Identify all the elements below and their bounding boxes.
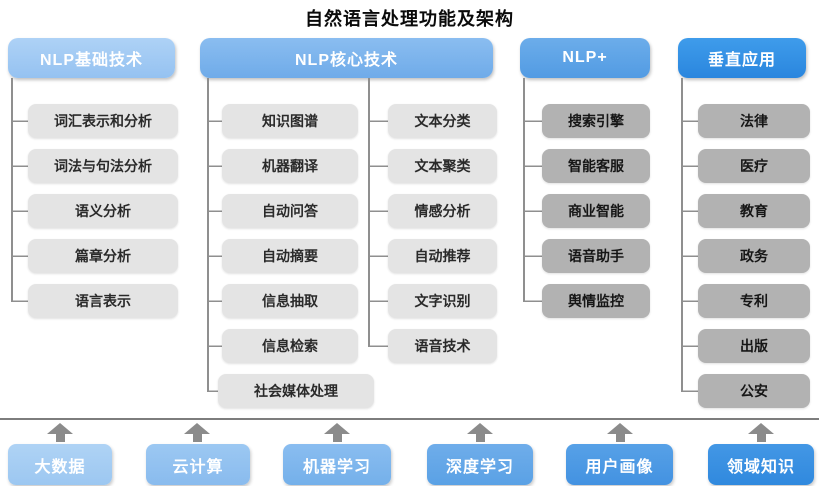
column-nlp-plus: 搜索引擎 智能客服 商业智能 语音助手 舆情监控 [542,104,650,318]
basic-tech-item: 篇章分析 [28,239,178,273]
connector-stubs-col4 [681,104,698,419]
basic-tech-item: 词法与句法分析 [28,149,178,183]
core-tech-item: 信息抽取 [222,284,358,318]
connector-stubs-col3 [523,104,542,329]
header-nlp-plus: NLP+ [520,38,650,78]
up-arrow-icon [467,423,493,443]
foundation-box: 领域知识 [708,444,814,485]
core-tech-item: 社会媒体处理 [218,374,374,408]
foundation-box: 机器学习 [283,444,391,485]
core-tech-item: 文本分类 [388,104,497,138]
column-core-tech-right: 文本分类 文本聚类 情感分析 自动推荐 文字识别 语音技术 [388,104,497,363]
vertical-app-item: 公安 [698,374,810,408]
up-arrow-icon [47,423,73,443]
vertical-app-item: 政务 [698,239,810,273]
header-nlp-basic-tech: NLP基础技术 [8,38,175,78]
up-arrow-icon [184,423,210,443]
core-tech-item: 机器翻译 [222,149,358,183]
up-arrow-icon [324,423,350,443]
up-arrow-icon [748,423,774,443]
column-basic-tech: 词汇表示和分析 词法与句法分析 语义分析 篇章分析 语言表示 [28,104,178,318]
basic-tech-item: 词汇表示和分析 [28,104,178,138]
core-tech-item: 自动问答 [222,194,358,228]
foundation-box: 云计算 [146,444,250,485]
header-vertical-apps: 垂直应用 [678,38,806,78]
foundation-box: 用户画像 [566,444,673,485]
header-nlp-core-tech: NLP核心技术 [200,38,493,78]
connector-stubs-col2-left [207,104,222,419]
column-vertical-apps: 法律 医疗 教育 政务 专利 出版 公安 [698,104,810,408]
foundation-box: 深度学习 [427,444,533,485]
basic-tech-item: 语言表示 [28,284,178,318]
vertical-app-item: 专利 [698,284,810,318]
connector-stubs-col2-right [368,104,388,374]
core-tech-item: 自动摘要 [222,239,358,273]
column-core-tech-left: 知识图谱 机器翻译 自动问答 自动摘要 信息抽取 信息检索 社会媒体处理 [218,104,374,408]
basic-tech-item: 语义分析 [28,194,178,228]
up-arrow-icon [607,423,633,443]
vertical-app-item: 教育 [698,194,810,228]
divider-line [0,418,819,420]
nlp-plus-item: 语音助手 [542,239,650,273]
connector-stubs-col1 [11,104,28,329]
core-tech-item: 情感分析 [388,194,497,228]
vertical-app-item: 医疗 [698,149,810,183]
core-tech-item: 文字识别 [388,284,497,318]
nlp-plus-item: 商业智能 [542,194,650,228]
core-tech-item: 文本聚类 [388,149,497,183]
nlp-plus-item: 搜索引擎 [542,104,650,138]
foundation-box: 大数据 [8,444,112,485]
diagram-title: 自然语言处理功能及架构 [305,9,514,29]
vertical-app-item: 法律 [698,104,810,138]
core-tech-item: 信息检索 [222,329,358,363]
nlp-plus-item: 舆情监控 [542,284,650,318]
core-tech-item: 语音技术 [388,329,497,363]
nlp-plus-item: 智能客服 [542,149,650,183]
core-tech-item: 自动推荐 [388,239,497,273]
vertical-app-item: 出版 [698,329,810,363]
core-tech-item: 知识图谱 [222,104,358,138]
